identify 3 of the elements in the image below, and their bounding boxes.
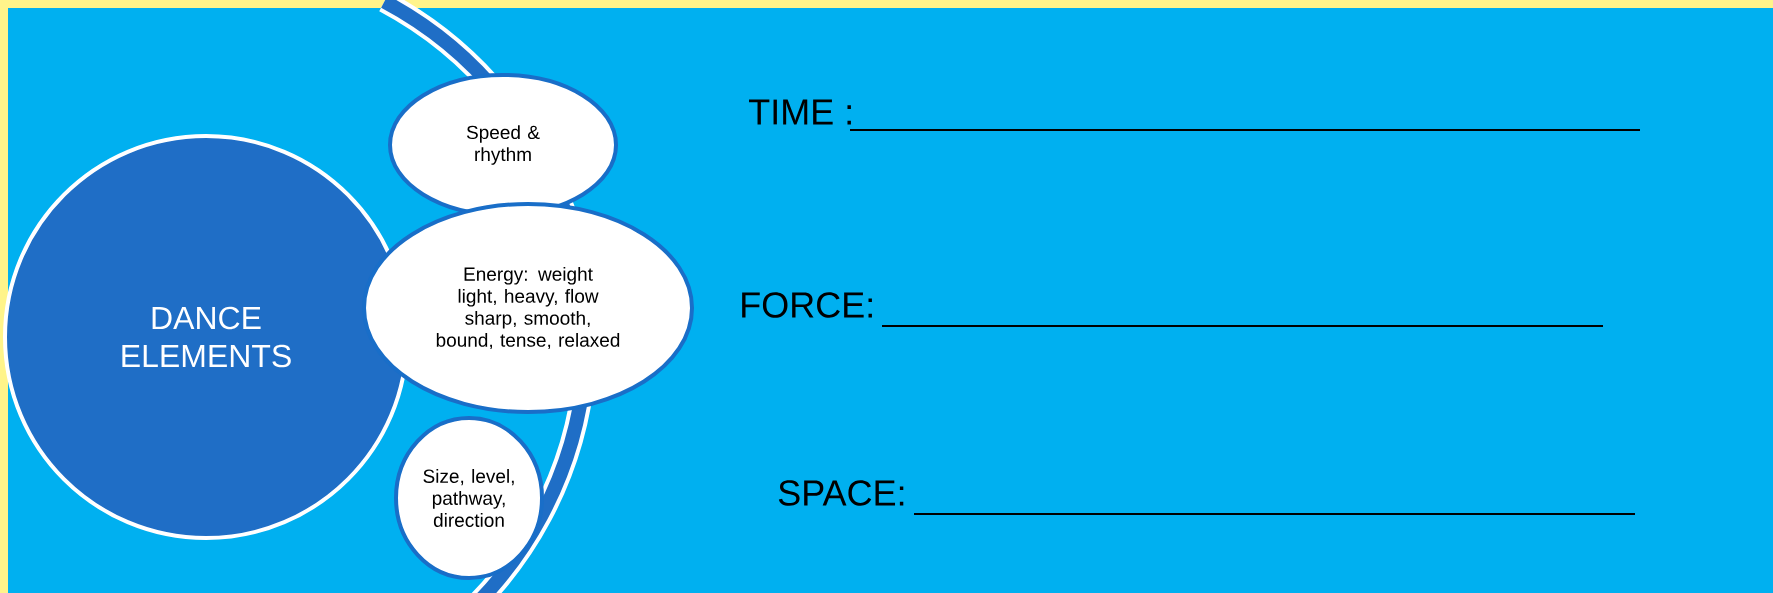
field-label: SPACE:: [778, 480, 904, 506]
field-label: TIME :: [749, 99, 851, 125]
field-label: FORCE:: [742, 292, 872, 318]
